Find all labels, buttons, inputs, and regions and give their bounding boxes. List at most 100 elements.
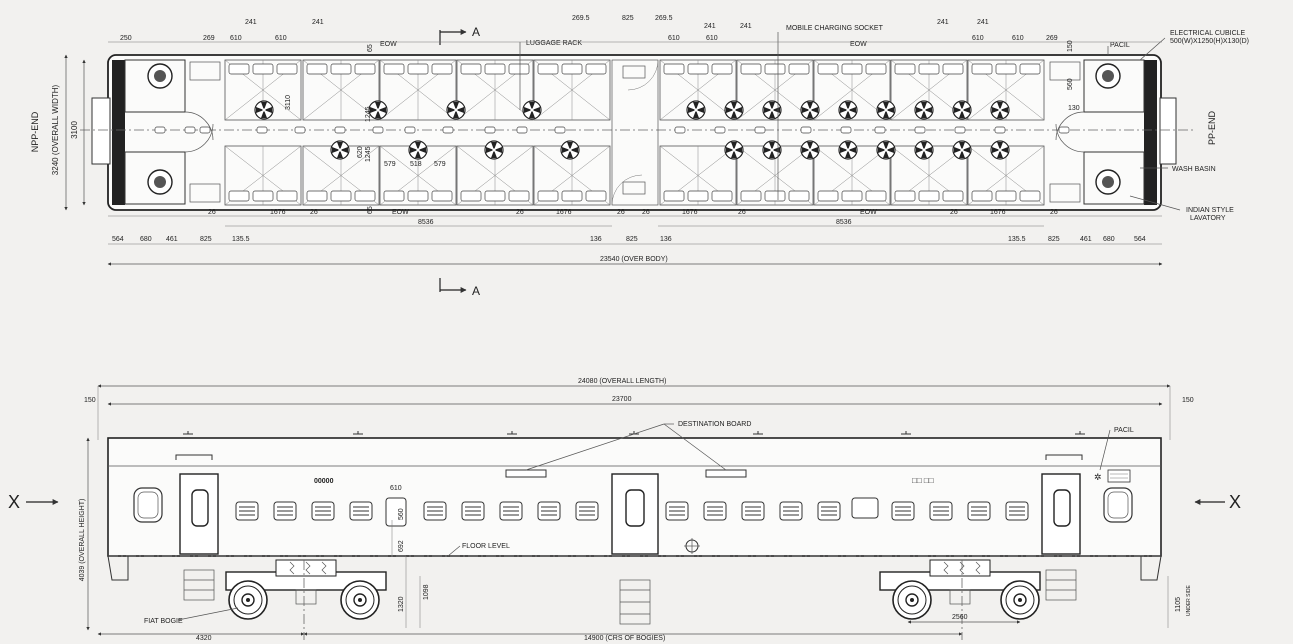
window-grille (499, 501, 523, 521)
window-grille (665, 501, 689, 521)
svg-text:269.5: 269.5 (572, 15, 590, 22)
ceiling-fan (838, 100, 858, 120)
entrance-door (611, 473, 659, 555)
lavatory-callout: INDIAN STYLE LAVATORY (1129, 195, 1234, 222)
top-dimensions: 250 269 610 610 241 241 269.5 825 269.5 … (108, 15, 1162, 112)
entrance-door (179, 473, 219, 555)
seat-bay (533, 145, 611, 206)
svg-text:564: 564 (112, 236, 124, 243)
ceiling-fan (952, 100, 972, 120)
section-marker-bottom: A (439, 278, 480, 298)
window-grille (311, 501, 335, 521)
overall-length-dim: 24080 (OVERALL LENGTH) (578, 378, 666, 385)
svg-text:26: 26 (617, 209, 625, 216)
svg-text:610: 610 (275, 35, 287, 42)
aisle-fixture (874, 126, 886, 134)
aisle-fixture (154, 126, 166, 134)
svg-text:1676: 1676 (556, 209, 572, 216)
svg-text:150: 150 (1067, 40, 1074, 52)
svg-text:680: 680 (1103, 236, 1115, 243)
svg-text:130: 130 (1068, 105, 1080, 112)
svg-text:135.5: 135.5 (1008, 236, 1026, 243)
ceiling-fan (724, 140, 744, 160)
destination-board-callout: DESTINATION BOARD (525, 421, 751, 471)
svg-text:825: 825 (1048, 236, 1060, 243)
window-grille (779, 501, 803, 521)
right-gangway (1159, 97, 1177, 165)
svg-text:269: 269 (203, 35, 215, 42)
lavatory-left (124, 59, 221, 205)
svg-text:FLOOR LEVEL: FLOOR LEVEL (462, 543, 510, 550)
eow-label: EOW (380, 41, 397, 48)
window-grille (967, 501, 991, 521)
coach-number: 00000 (314, 478, 334, 485)
svg-text:1676: 1676 (682, 209, 698, 216)
eow-label: EOW (392, 209, 409, 216)
small-window (851, 497, 879, 519)
svg-text:26: 26 (310, 209, 318, 216)
window-grille (1005, 501, 1029, 521)
ceiling-fan (914, 100, 934, 120)
svg-text:825: 825 (622, 15, 634, 22)
svg-text:241: 241 (937, 19, 949, 26)
svg-text:WASH BASIN: WASH BASIN (1172, 166, 1216, 173)
window-grille (273, 501, 297, 521)
svg-text:1245: 1245 (365, 106, 372, 122)
svg-text:LAVATORY: LAVATORY (1190, 215, 1226, 222)
svg-text:461: 461 (166, 236, 178, 243)
mobile-charging-callout: MOBILE CHARGING SOCKET (777, 25, 884, 200)
roof-vents (182, 430, 1086, 435)
ceiling-fan (800, 100, 820, 120)
pacil-callout: ✲ PACIL (1094, 427, 1134, 482)
svg-text:26: 26 (1050, 209, 1058, 216)
aisle-fixture (404, 126, 416, 134)
ceiling-fan (330, 140, 350, 160)
svg-text:LUGGAGE RACK: LUGGAGE RACK (526, 40, 582, 47)
aisle-fixture (674, 126, 686, 134)
seat-bay (659, 145, 737, 206)
ceiling-fan (876, 100, 896, 120)
ceiling-fan (522, 100, 542, 120)
aisle-fixture (334, 126, 346, 134)
ceiling-fan (838, 140, 858, 160)
fiat-bogie-callout: FIAT BOGIE (144, 607, 239, 625)
crs-bogies-dim: 14900 (CRS OF BOGIES) (584, 635, 665, 642)
eow-label: EOW (850, 41, 867, 48)
entrance-door (1041, 473, 1081, 555)
svg-text:INDIAN STYLE: INDIAN STYLE (1186, 207, 1234, 214)
louvre (1107, 469, 1131, 483)
svg-text:560: 560 (1067, 78, 1074, 90)
svg-text:500(W)X1250(H)X130(D): 500(W)X1250(H)X130(D) (1170, 38, 1249, 45)
aisle-fixture (1058, 126, 1070, 134)
svg-text:610: 610 (230, 35, 242, 42)
seat-bay (379, 59, 457, 121)
svg-text:✲: ✲ (1094, 472, 1102, 482)
end-right-dim: 150 (1182, 397, 1194, 404)
svg-text:A: A (472, 284, 480, 298)
side-elevation: 24080 (OVERALL LENGTH) 23700 150 150 (8, 378, 1241, 642)
left-end-wall (112, 60, 125, 205)
chain-dimensions: 564 680 461 825 135.5 136 825 136 135.5 … (107, 236, 1163, 266)
pacil-callout: PACIL (1107, 42, 1130, 55)
ceiling-fan (952, 140, 972, 160)
svg-text:X: X (1229, 492, 1241, 512)
svg-text:241: 241 (312, 19, 324, 26)
seat-bay (302, 145, 380, 206)
eow-label: EOW (860, 209, 877, 216)
svg-text:825: 825 (200, 236, 212, 243)
svg-text:1676: 1676 (270, 209, 286, 216)
svg-text:X: X (8, 492, 20, 512)
svg-text:610: 610 (706, 35, 718, 42)
ceiling-fan (254, 100, 274, 120)
ceiling-fan (484, 140, 504, 160)
window-grille (537, 501, 561, 521)
svg-text:136: 136 (590, 236, 602, 243)
right-end-wall (1144, 60, 1157, 205)
aisle-fixture (516, 126, 528, 134)
svg-text:PACIL: PACIL (1110, 42, 1130, 49)
aisle-fixture (914, 126, 926, 134)
ceiling-fan (686, 100, 706, 120)
window-grille (817, 501, 841, 521)
svg-text:135.5: 135.5 (232, 236, 250, 243)
npp-end-label: NPP-END (30, 111, 40, 152)
